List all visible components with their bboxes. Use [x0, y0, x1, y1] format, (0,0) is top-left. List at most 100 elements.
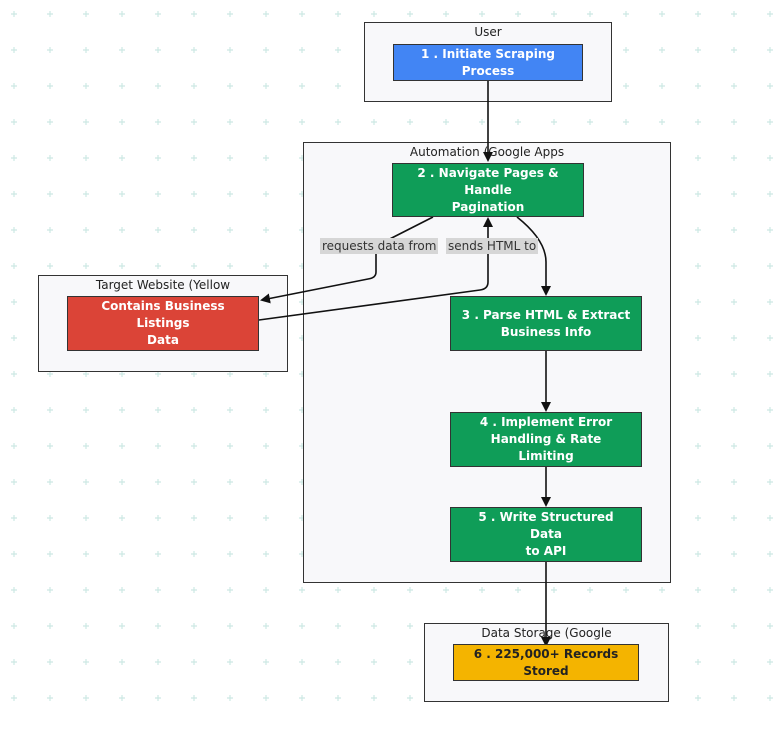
grid-cross	[767, 263, 773, 269]
grid-cross	[299, 83, 305, 89]
grid-cross	[83, 407, 89, 413]
grid-cross	[11, 119, 17, 125]
node-business-listings: Contains Business Listings Data	[67, 296, 259, 351]
grid-cross	[731, 155, 737, 161]
grid-cross	[335, 119, 341, 125]
node-3-label-line1: 3 . Parse HTML & Extract	[461, 307, 631, 322]
grid-cross	[47, 11, 53, 17]
grid-cross	[227, 155, 233, 161]
grid-cross	[695, 335, 701, 341]
node-3-label-line2: Business Info	[500, 324, 592, 339]
grid-cross	[191, 623, 197, 629]
grid-cross	[263, 83, 269, 89]
grid-cross	[371, 695, 377, 701]
grid-cross	[767, 83, 773, 89]
node-records-stored: 6 . 225,000+ Records Stored	[453, 644, 639, 681]
node-4-label-line2: Handling & Rate Limiting	[490, 432, 602, 463]
grid-cross	[299, 119, 305, 125]
grid-cross	[407, 119, 413, 125]
grid-cross	[767, 623, 773, 629]
grid-cross	[263, 227, 269, 233]
grid-cross	[47, 155, 53, 161]
grid-cross	[11, 623, 17, 629]
grid-cross	[335, 83, 341, 89]
node-2-label-line1: 2 . Navigate Pages & Handle	[417, 165, 559, 197]
grid-cross	[731, 83, 737, 89]
grid-cross	[263, 407, 269, 413]
target-label-line1: Contains Business Listings	[101, 299, 225, 330]
grid-cross	[263, 47, 269, 53]
grid-cross	[335, 587, 341, 593]
grid-cross	[83, 263, 89, 269]
grid-cross	[47, 371, 53, 377]
grid-cross	[191, 371, 197, 377]
grid-cross	[191, 11, 197, 17]
grid-cross	[191, 659, 197, 665]
grid-cross	[299, 587, 305, 593]
grid-cross	[11, 227, 17, 233]
grid-cross	[83, 443, 89, 449]
grid-cross	[155, 47, 161, 53]
grid-cross	[407, 695, 413, 701]
grid-cross	[335, 11, 341, 17]
grid-cross	[47, 407, 53, 413]
grid-cross	[227, 623, 233, 629]
grid-cross	[767, 155, 773, 161]
grid-cross	[155, 587, 161, 593]
grid-cross	[767, 191, 773, 197]
grid-cross	[119, 47, 125, 53]
grid-cross	[155, 551, 161, 557]
grid-cross	[731, 515, 737, 521]
grid-cross	[11, 335, 17, 341]
grid-cross	[443, 587, 449, 593]
grid-cross	[623, 83, 629, 89]
edge-label-sends: sends HTML to	[446, 238, 539, 254]
grid-cross	[731, 191, 737, 197]
grid-cross	[767, 335, 773, 341]
grid-cross	[155, 623, 161, 629]
grid-cross	[47, 443, 53, 449]
grid-cross	[299, 695, 305, 701]
grid-cross	[11, 659, 17, 665]
grid-cross	[191, 155, 197, 161]
edge-2-to-3	[516, 216, 551, 296]
grid-cross	[155, 479, 161, 485]
grid-cross	[623, 119, 629, 125]
grid-cross	[191, 227, 197, 233]
grid-cross	[227, 407, 233, 413]
grid-cross	[695, 551, 701, 557]
grid-cross	[731, 263, 737, 269]
grid-cross	[119, 227, 125, 233]
node-navigate-pages: 2 . Navigate Pages & Handle Pagination	[392, 163, 584, 217]
grid-cross	[47, 695, 53, 701]
grid-cross	[731, 623, 737, 629]
grid-cross	[83, 695, 89, 701]
node-2-label-line2: Pagination	[451, 199, 525, 214]
grid-cross	[11, 371, 17, 377]
grid-cross	[731, 659, 737, 665]
grid-cross	[767, 443, 773, 449]
grid-cross	[191, 191, 197, 197]
grid-cross	[227, 371, 233, 377]
grid-cross	[83, 11, 89, 17]
grid-cross	[119, 155, 125, 161]
node-4-label-line1: 4 . Implement Error	[479, 415, 613, 429]
grid-cross	[335, 623, 341, 629]
grid-cross	[407, 587, 413, 593]
grid-cross	[83, 191, 89, 197]
grid-cross	[263, 515, 269, 521]
grid-cross	[767, 119, 773, 125]
grid-cross	[47, 659, 53, 665]
grid-cross	[371, 119, 377, 125]
grid-cross	[263, 11, 269, 17]
grid-cross	[155, 155, 161, 161]
grid-cross	[155, 659, 161, 665]
grid-cross	[731, 479, 737, 485]
grid-cross	[11, 587, 17, 593]
grid-cross	[191, 263, 197, 269]
grid-cross	[335, 47, 341, 53]
node-5-label-line1: 5 . Write Structured Data	[478, 510, 614, 541]
grid-cross	[11, 443, 17, 449]
grid-cross	[227, 119, 233, 125]
grid-cross	[11, 695, 17, 701]
